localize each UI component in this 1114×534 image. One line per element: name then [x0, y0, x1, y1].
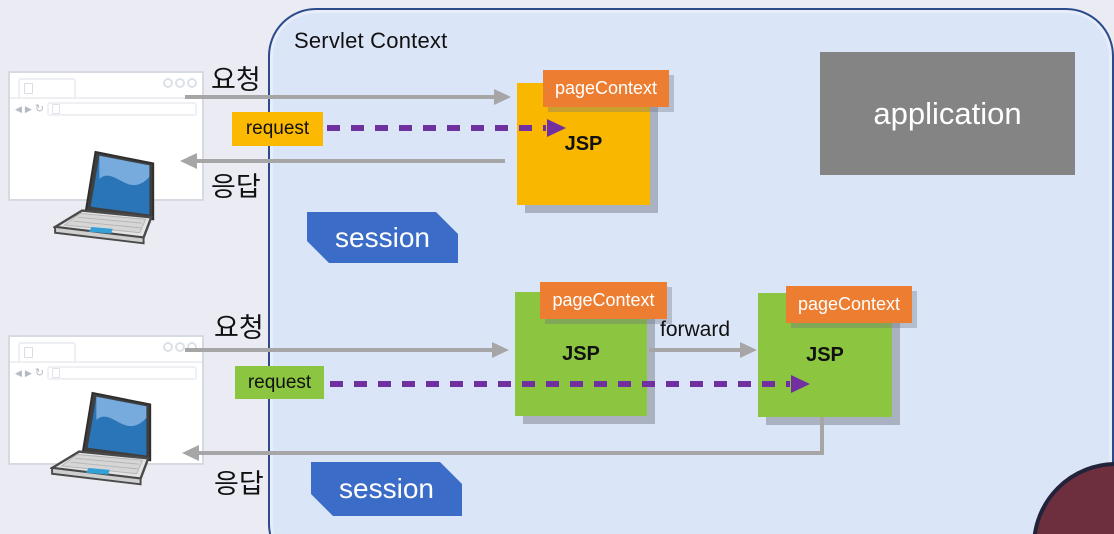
page-context-tag-target: pageContext	[786, 286, 912, 323]
page-context-tag-top: pageContext	[543, 70, 669, 107]
session-scope-badge-top: session	[307, 212, 458, 263]
request-scope-badge-bottom: request	[235, 366, 324, 399]
window-controls-icon	[163, 78, 197, 88]
page-context-tag-source: pageContext	[540, 282, 667, 319]
url-bar	[47, 102, 197, 116]
laptop-client-icon-top	[53, 150, 155, 245]
forward-icon: ▶	[24, 368, 32, 378]
back-icon: ◀	[15, 368, 22, 378]
browser-tab-icon	[18, 342, 76, 361]
refresh-icon: ↻	[34, 103, 45, 115]
response-ko-label-top: 응답	[211, 172, 261, 202]
response-ko-label-bottom: 응답	[214, 469, 264, 499]
application-label: application	[873, 95, 1022, 131]
back-icon: ◀	[15, 104, 22, 114]
browser-navbar: ◀ ▶ ↻	[10, 99, 202, 116]
refresh-icon: ↻	[34, 367, 45, 379]
browser-tab-icon	[18, 78, 76, 97]
browser-navbar: ◀ ▶ ↻	[10, 363, 202, 380]
application-scope-box: application	[820, 52, 1075, 175]
request-scope-badge-top: request	[232, 112, 323, 146]
url-bar	[47, 366, 197, 380]
forward-label: forward	[660, 318, 731, 341]
window-controls-icon	[163, 342, 197, 352]
session-scope-badge-bottom: session	[311, 462, 462, 516]
servlet-context-title: Servlet Context	[294, 28, 448, 53]
request-ko-label-bottom: 요청	[214, 313, 264, 343]
browser-titlebar	[10, 73, 202, 99]
forward-icon: ▶	[24, 104, 32, 114]
request-ko-label-top: 요청	[211, 65, 261, 95]
browser-titlebar	[10, 337, 202, 363]
laptop-client-icon-bottom	[50, 391, 152, 486]
